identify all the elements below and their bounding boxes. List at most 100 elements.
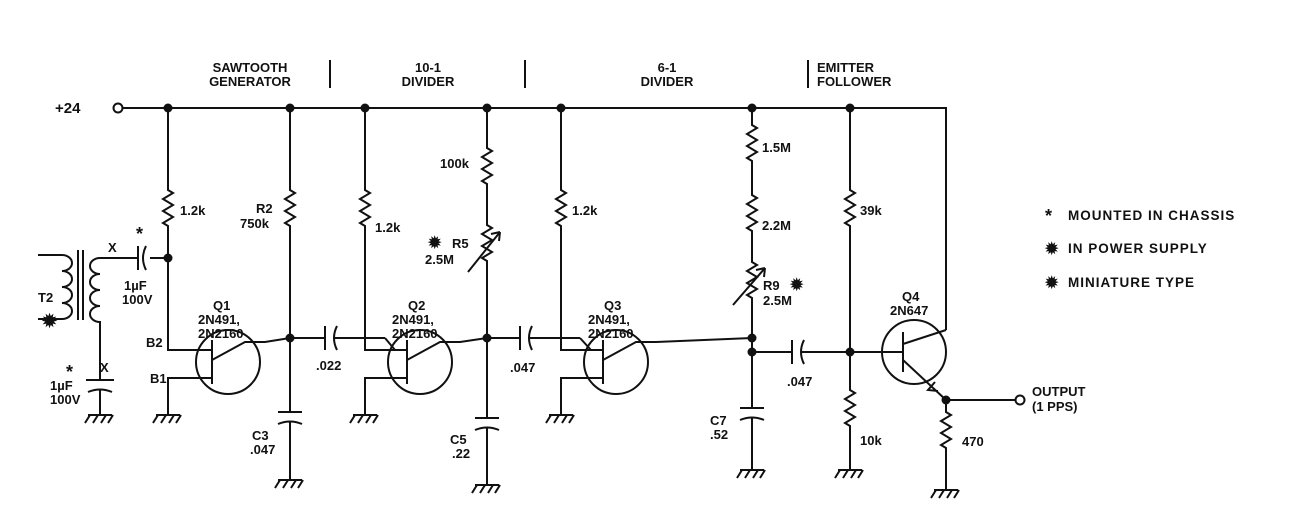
resistor-470-output (939, 399, 1016, 480)
q3-name: Q3 (604, 298, 621, 313)
ground-icon (736, 459, 766, 479)
section-divider6-line2: DIVIDER (641, 74, 694, 89)
legend: * MOUNTED IN CHASSIS ✹ IN POWER SUPPLY ✹… (1044, 206, 1235, 292)
section-sawtooth-line2: GENERATOR (209, 74, 291, 89)
pot-arrow (732, 267, 766, 306)
x-mark-top: X (108, 240, 117, 255)
transistor-q1 (195, 329, 291, 395)
ground-icon (152, 404, 182, 424)
power-supply-icon: ✹ (789, 277, 804, 294)
legend-symbol-0: * (1045, 206, 1052, 226)
output-label-line1: OUTPUT (1032, 384, 1086, 399)
c5-value: .22 (452, 446, 470, 461)
section-divider10-line1: 10-1 (415, 60, 441, 75)
power-supply-icon: ✹ (41, 311, 58, 331)
t2-label: T2 (38, 290, 53, 305)
q3-part1: 2N491, (588, 312, 630, 327)
capacitor-1uf-bottom (86, 379, 114, 405)
capacitor-047-b (752, 339, 880, 365)
section-dividers (329, 60, 809, 88)
ground-icon (834, 459, 864, 479)
c3-value: .047 (250, 442, 275, 457)
r10-label: 39k (860, 203, 882, 218)
chassis-mount-icon: * (136, 224, 143, 244)
r5-name: R5 (452, 236, 469, 251)
b1-label: B1 (150, 371, 167, 386)
q2-part1: 2N491, (392, 312, 434, 327)
q1-part1: 2N491, (198, 312, 240, 327)
r6-label: 1.2k (572, 203, 598, 218)
r2-name: R2 (256, 201, 273, 216)
chassis-mount-icon: * (66, 362, 73, 382)
r9-value: 2.5M (763, 293, 792, 308)
q1-name: Q1 (213, 298, 230, 313)
c2-value: 1µF (50, 378, 73, 393)
c2-voltage: 100V (50, 392, 81, 407)
legend-label-1: IN POWER SUPPLY (1068, 241, 1208, 256)
transistor-q4 (880, 319, 947, 401)
output-label-line2: (1 PPS) (1032, 399, 1078, 414)
coupling-cap-1-value: .022 (316, 358, 341, 373)
section-headers: SAWTOOTH GENERATOR 10-1 DIVIDER 6-1 DIVI… (209, 60, 892, 89)
section-emitter-line2: FOLLOWER (817, 74, 892, 89)
supply-rail (123, 107, 947, 330)
section-emitter-line1: EMITTER (817, 60, 875, 75)
capacitor-022 (290, 325, 385, 351)
q4-part: 2N647 (890, 303, 928, 318)
ground-icon (930, 479, 960, 499)
c5-name: C5 (450, 432, 467, 447)
c1-value: 1µF (124, 278, 147, 293)
q2-part2: 2N2160 (392, 326, 438, 341)
ground-icon (84, 404, 114, 424)
ground-icon (471, 474, 501, 494)
legend-symbol-2: ✹ (1044, 275, 1059, 292)
b1-wire (167, 377, 198, 405)
c3-name: C3 (252, 428, 269, 443)
ground-icon (349, 404, 379, 424)
ground-icon (545, 404, 575, 424)
section-divider10-line2: DIVIDER (402, 74, 455, 89)
q3-part2: 2N2160 (588, 326, 634, 341)
coupling-cap-2-value: .047 (510, 360, 535, 375)
c7-value: .52 (710, 427, 728, 442)
power-supply-icon: ✹ (427, 235, 442, 252)
resistor-1-2k-q2 (358, 108, 395, 405)
c1-voltage: 100V (122, 292, 153, 307)
r8-label: 2.2M (762, 218, 791, 233)
r12-label: 470 (962, 434, 984, 449)
capacitor-047-a (487, 325, 580, 351)
resistor-r2-capacitor-c3 (277, 108, 303, 470)
r2-value: 750k (240, 216, 270, 231)
r9-name: R9 (763, 278, 780, 293)
output-terminal (1014, 394, 1026, 406)
junction (845, 347, 855, 357)
r4-label: 100k (440, 156, 470, 171)
supply-terminal (112, 102, 124, 114)
resistors-39k-10k (843, 108, 857, 460)
resistor-chain-r9-capacitor-c7 (739, 108, 765, 460)
c7-name: C7 (710, 413, 727, 428)
r3-label: 1.2k (375, 220, 401, 235)
pot-arrow (467, 231, 501, 273)
resistor-1-2k-q3 (554, 108, 591, 405)
x-mark-bottom: X (100, 360, 109, 375)
legend-label-2: MINIATURE TYPE (1068, 275, 1195, 290)
q1-part2: 2N2160 (198, 326, 244, 341)
legend-symbol-1: ✹ (1044, 241, 1059, 258)
capacitor-1uf-top (110, 245, 168, 271)
section-divider6-line1: 6-1 (658, 60, 677, 75)
legend-label-0: MOUNTED IN CHASSIS (1068, 208, 1235, 223)
q2-name: Q2 (408, 298, 425, 313)
section-sawtooth-line1: SAWTOOTH (213, 60, 288, 75)
transistor-q3 (579, 329, 753, 395)
transformer-t2: T2 ✹ X X (38, 240, 117, 380)
r1-label: 1.2k (180, 203, 206, 218)
coupling-cap-3-value: .047 (787, 374, 812, 389)
q4-name: Q4 (902, 289, 920, 304)
b2-label: B2 (146, 335, 163, 350)
ground-icon (274, 469, 304, 489)
resistor-100k-pot-r5-capacitor-c5 (474, 108, 500, 475)
supply-label: +24 (55, 100, 81, 117)
